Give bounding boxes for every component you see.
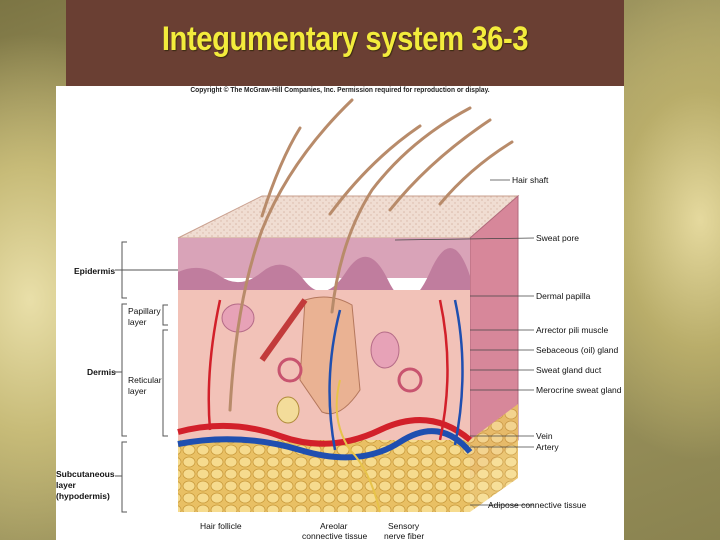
- hypodermis-right: [470, 404, 518, 512]
- epidermis-layer: [178, 238, 470, 278]
- nerve-fiber: [335, 379, 381, 513]
- label-arrector-pili: Arrector pili muscle: [536, 325, 609, 335]
- sebaceous-gland-icon: [370, 331, 400, 369]
- hair-shafts: [228, 98, 514, 412]
- sweat-gland-icon: [277, 357, 303, 383]
- label-reticular-2: layer: [128, 386, 147, 396]
- label-subcutaneous-1: Subcutaneous: [56, 469, 115, 479]
- label-epidermis: Epidermis: [74, 266, 115, 276]
- artery-branch: [207, 299, 222, 431]
- label-papillary-1: Papillary: [128, 306, 161, 316]
- slide-title: Integumentary system 36-3: [161, 20, 529, 58]
- vein-branch: [453, 299, 464, 446]
- label-adipose: Adipose connective tissue: [488, 500, 587, 510]
- label-sensory-2: nerve fiber: [384, 531, 424, 540]
- label-subcutaneous-3: (hypodermis): [56, 491, 110, 501]
- hypodermis-layer: [178, 440, 470, 512]
- label-sebaceous: Sebaceous (oil) gland: [536, 345, 618, 355]
- label-sensory-1: Sensory: [388, 521, 420, 531]
- artery-vessel: [177, 417, 472, 447]
- arrector-pili-icon: [259, 298, 308, 362]
- label-dermal-papilla: Dermal papilla: [536, 291, 591, 301]
- epidermis-ridge: [178, 247, 470, 300]
- vein-branch: [328, 309, 342, 451]
- label-reticular-1: Reticular: [128, 375, 162, 385]
- label-merocrine: Merocrine sweat gland: [536, 385, 622, 395]
- leader-lines: [394, 179, 535, 506]
- label-vein: Vein: [536, 431, 553, 441]
- label-artery: Artery: [536, 442, 559, 452]
- label-areolar-1: Areolar: [320, 521, 348, 531]
- vein-vessel: [177, 428, 473, 461]
- label-areolar-2: connective tissue: [302, 531, 367, 540]
- label-dermis: Dermis: [87, 367, 116, 377]
- sweat-gland-icon: [397, 367, 423, 393]
- hair-follicle-icon: [299, 296, 361, 415]
- label-subcutaneous-2: layer: [56, 480, 77, 490]
- label-sweat-duct: Sweat gland duct: [536, 365, 602, 375]
- label-papillary-2: layer: [128, 317, 147, 327]
- skin-surface: [177, 195, 520, 239]
- sensory-receptor-icon: [276, 396, 300, 424]
- left-brackets: [115, 241, 178, 513]
- label-hair-follicle: Hair follicle: [200, 521, 242, 531]
- artery-branch: [438, 299, 449, 441]
- label-sweat-pore: Sweat pore: [536, 233, 579, 243]
- copyright-notice: Copyright © The McGraw-Hill Companies, I…: [190, 87, 490, 94]
- title-bar: [66, 0, 624, 86]
- label-hair-shaft: Hair shaft: [512, 175, 549, 185]
